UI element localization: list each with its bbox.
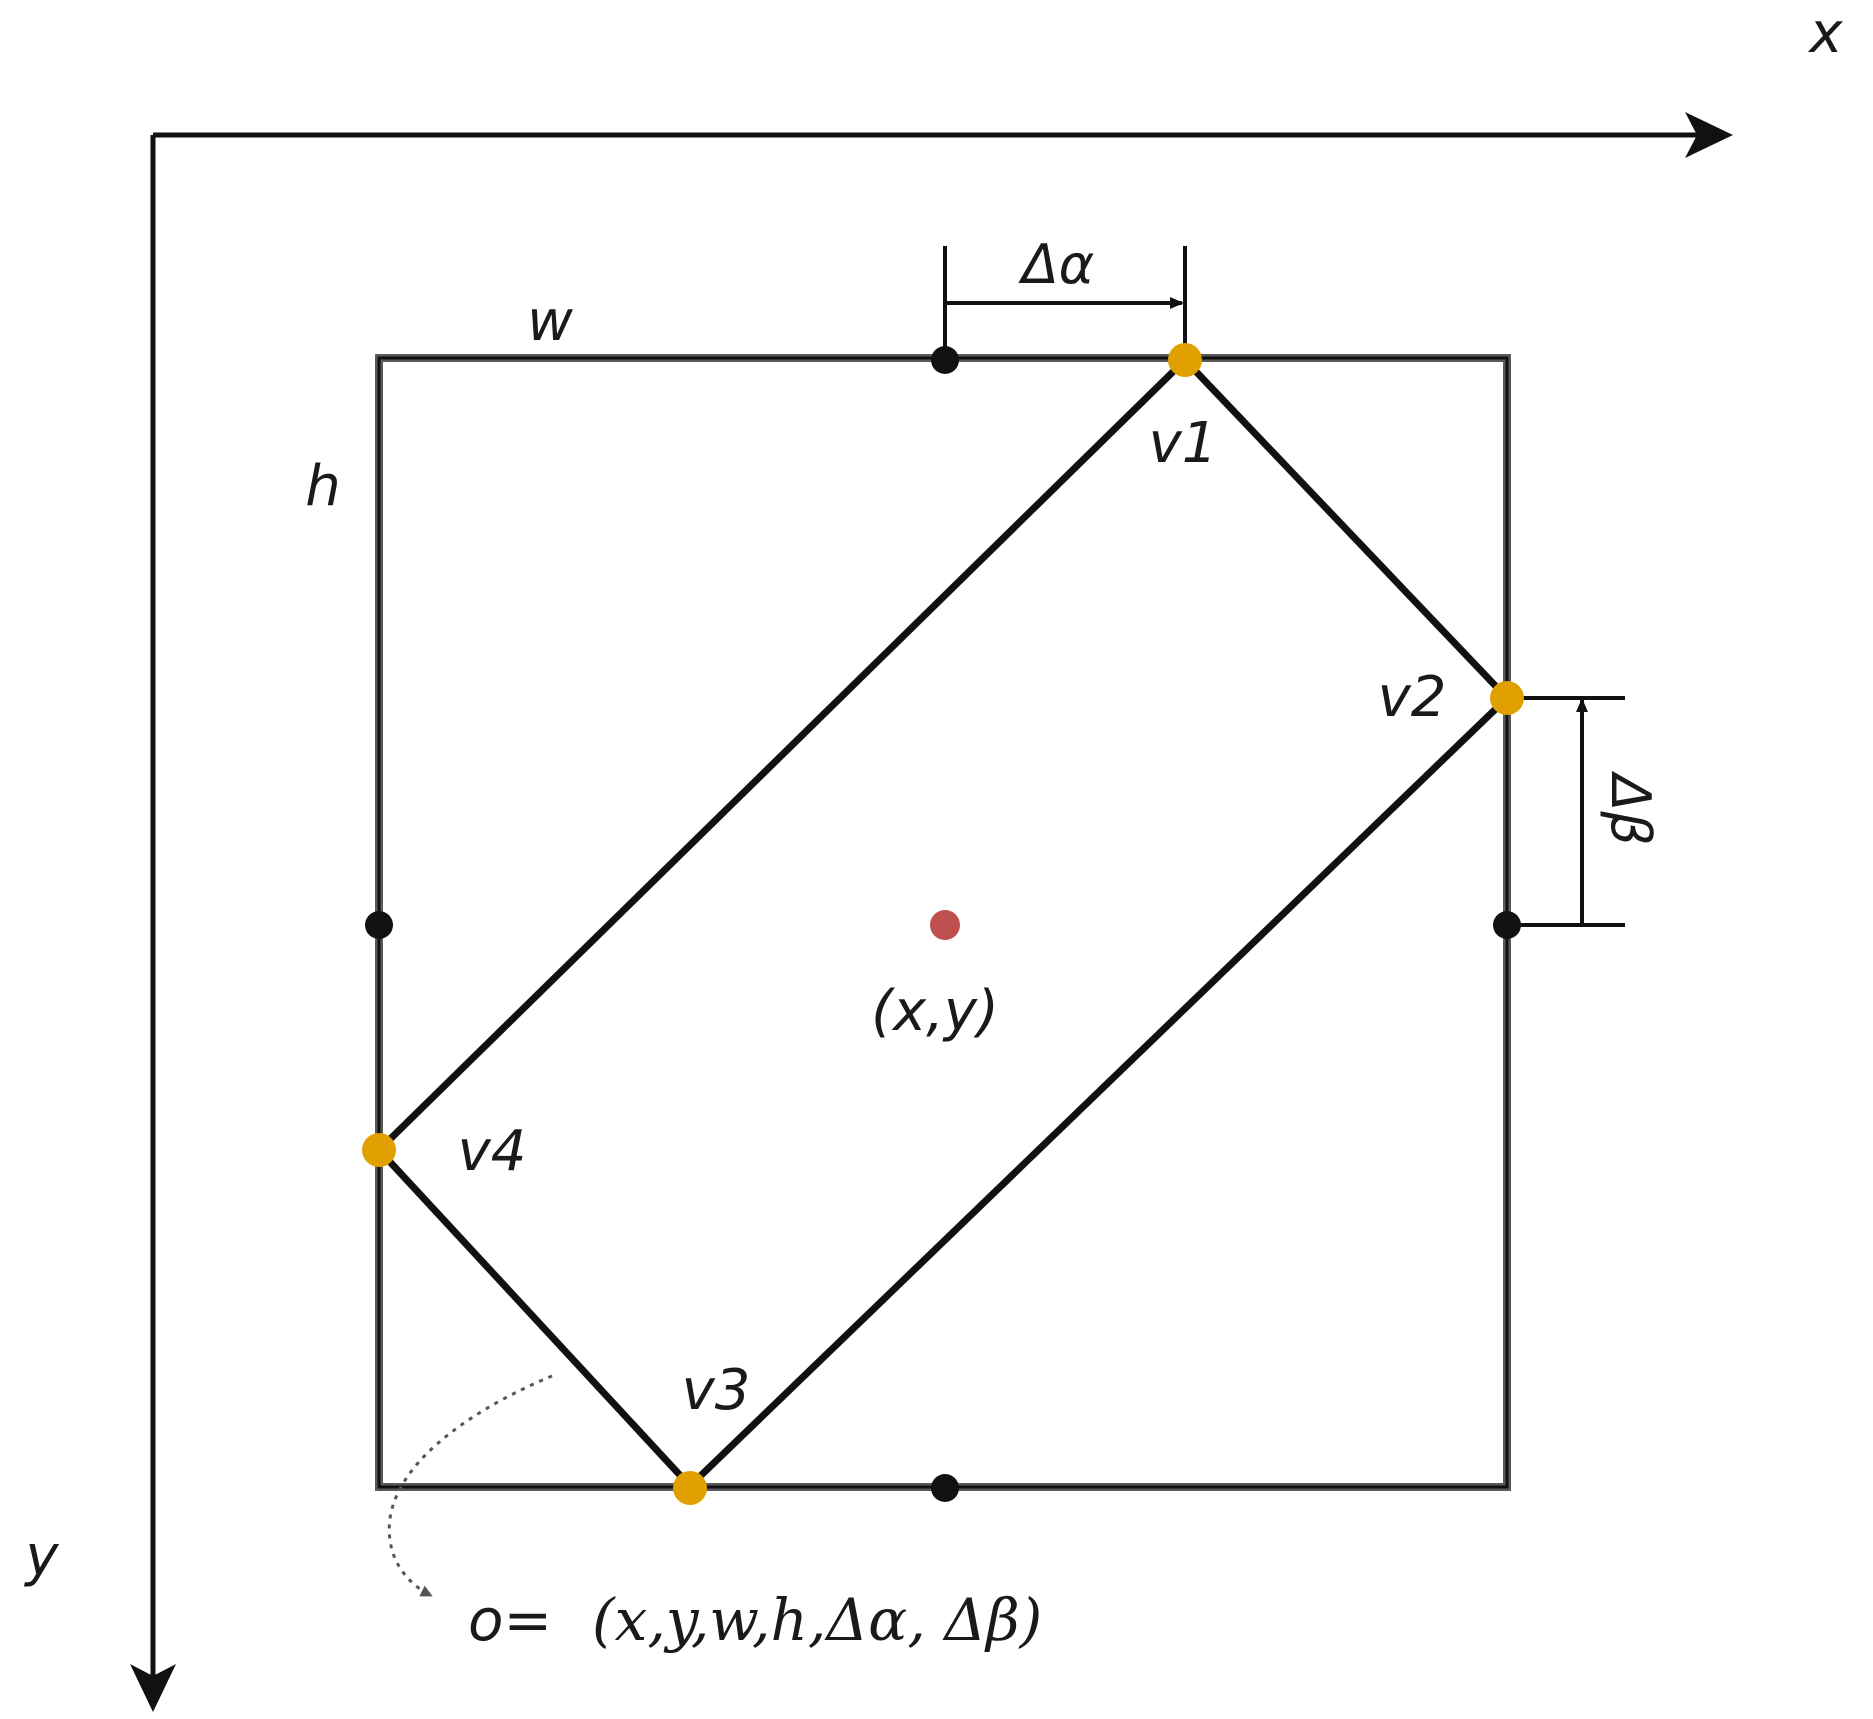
v3-label: v3	[682, 1358, 751, 1423]
vertex-v1	[1168, 343, 1202, 377]
y-axis-label: y	[23, 1524, 59, 1589]
y-axis-arrowhead	[130, 1664, 176, 1712]
delta-alpha-label: Δα	[1018, 233, 1095, 296]
center-label: (x,y)	[871, 979, 999, 1044]
delta-alpha-dimension: Δα	[943, 233, 1187, 356]
delta-beta-label: Δβ	[1599, 770, 1662, 845]
x-axis-label: x	[1807, 1, 1843, 66]
edge-midpoints	[365, 346, 1521, 1502]
midpoint-left	[365, 911, 393, 939]
v2-label: v2	[1378, 665, 1447, 730]
v4-label: v4	[458, 1119, 527, 1184]
v1-label: v1	[1149, 411, 1218, 476]
formula-body: (x,y,w,h,Δα, Δβ)	[592, 1586, 1042, 1654]
formula-prefix: o=	[468, 1586, 552, 1654]
center-point	[930, 910, 960, 940]
vertex-v3	[673, 1471, 707, 1505]
vertex-v2	[1490, 681, 1524, 715]
delta-beta-dimension: Δβ	[1510, 696, 1662, 927]
x-axis-arrowhead	[1685, 112, 1733, 158]
width-label: w	[527, 289, 573, 354]
height-label: h	[305, 454, 341, 519]
vertex-v4	[362, 1133, 396, 1167]
vertices	[362, 343, 1524, 1505]
midpoint-right	[1493, 911, 1521, 939]
midpoint-top	[931, 346, 959, 374]
coordinate-axes: x y	[23, 1, 1843, 1712]
midpoint-bottom	[931, 1474, 959, 1502]
